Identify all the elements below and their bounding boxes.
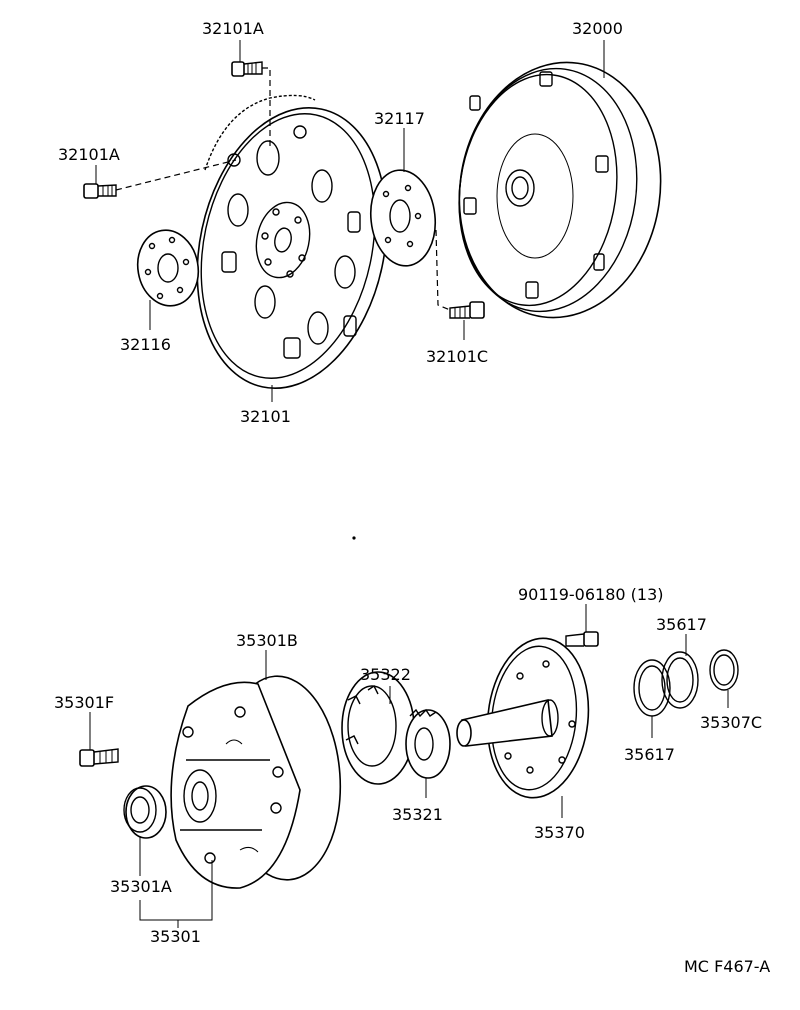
driven-gear-35322 [341,671,415,785]
label-32101C: 32101C [426,347,488,366]
leader-lines-top [95,40,605,402]
label-35307C: 35307C [700,713,762,732]
label-35301F: 35301F [54,693,114,712]
label-35321: 35321 [392,805,443,824]
bolt-32101C [449,301,485,319]
assembly-line-32101C [435,229,451,311]
spacer-plate-32116 [136,229,200,307]
label-35301A: 35301A [110,877,172,896]
assembly-line-top-bolt [262,67,271,150]
label-35617-bottom: 35617 [624,745,675,764]
label-32000: 32000 [572,19,623,38]
oil-seal-35301A [123,785,167,839]
seal-ring-35307C [709,649,739,691]
label-32101A-left: 32101A [58,145,120,164]
label-35322: 35322 [360,665,411,684]
label-32116: 32116 [120,335,171,354]
pump-body-35301B [170,675,342,889]
label-35301: 35301 [150,927,201,946]
leader-lines-bottom [89,604,729,928]
bolt-32101A-left [83,183,117,199]
label-32101A-top: 32101A [202,19,264,38]
spacer-plate-32117 [369,169,437,267]
assembly-line-left-bolt [115,159,237,191]
diagram-code: MC F467-A [684,957,770,976]
torque-converter-32000 [458,61,662,319]
label-90119-06180: 90119-06180 (13) [518,585,664,604]
bolt-90119-06180 [565,631,599,647]
stray-dot [352,536,356,540]
label-35301B: 35301B [236,631,298,650]
label-32117: 32117 [374,109,425,128]
flex-plate-32101 [196,94,388,390]
label-35370: 35370 [534,823,585,842]
seal-rings-35617 [633,651,699,717]
drive-gear-35321 [405,708,451,779]
stator-shaft-35370 [456,637,590,799]
bolt-32101A-top [231,61,263,77]
bolt-35301F [79,748,119,767]
label-32101: 32101 [240,407,291,426]
label-35617-top: 35617 [656,615,707,634]
